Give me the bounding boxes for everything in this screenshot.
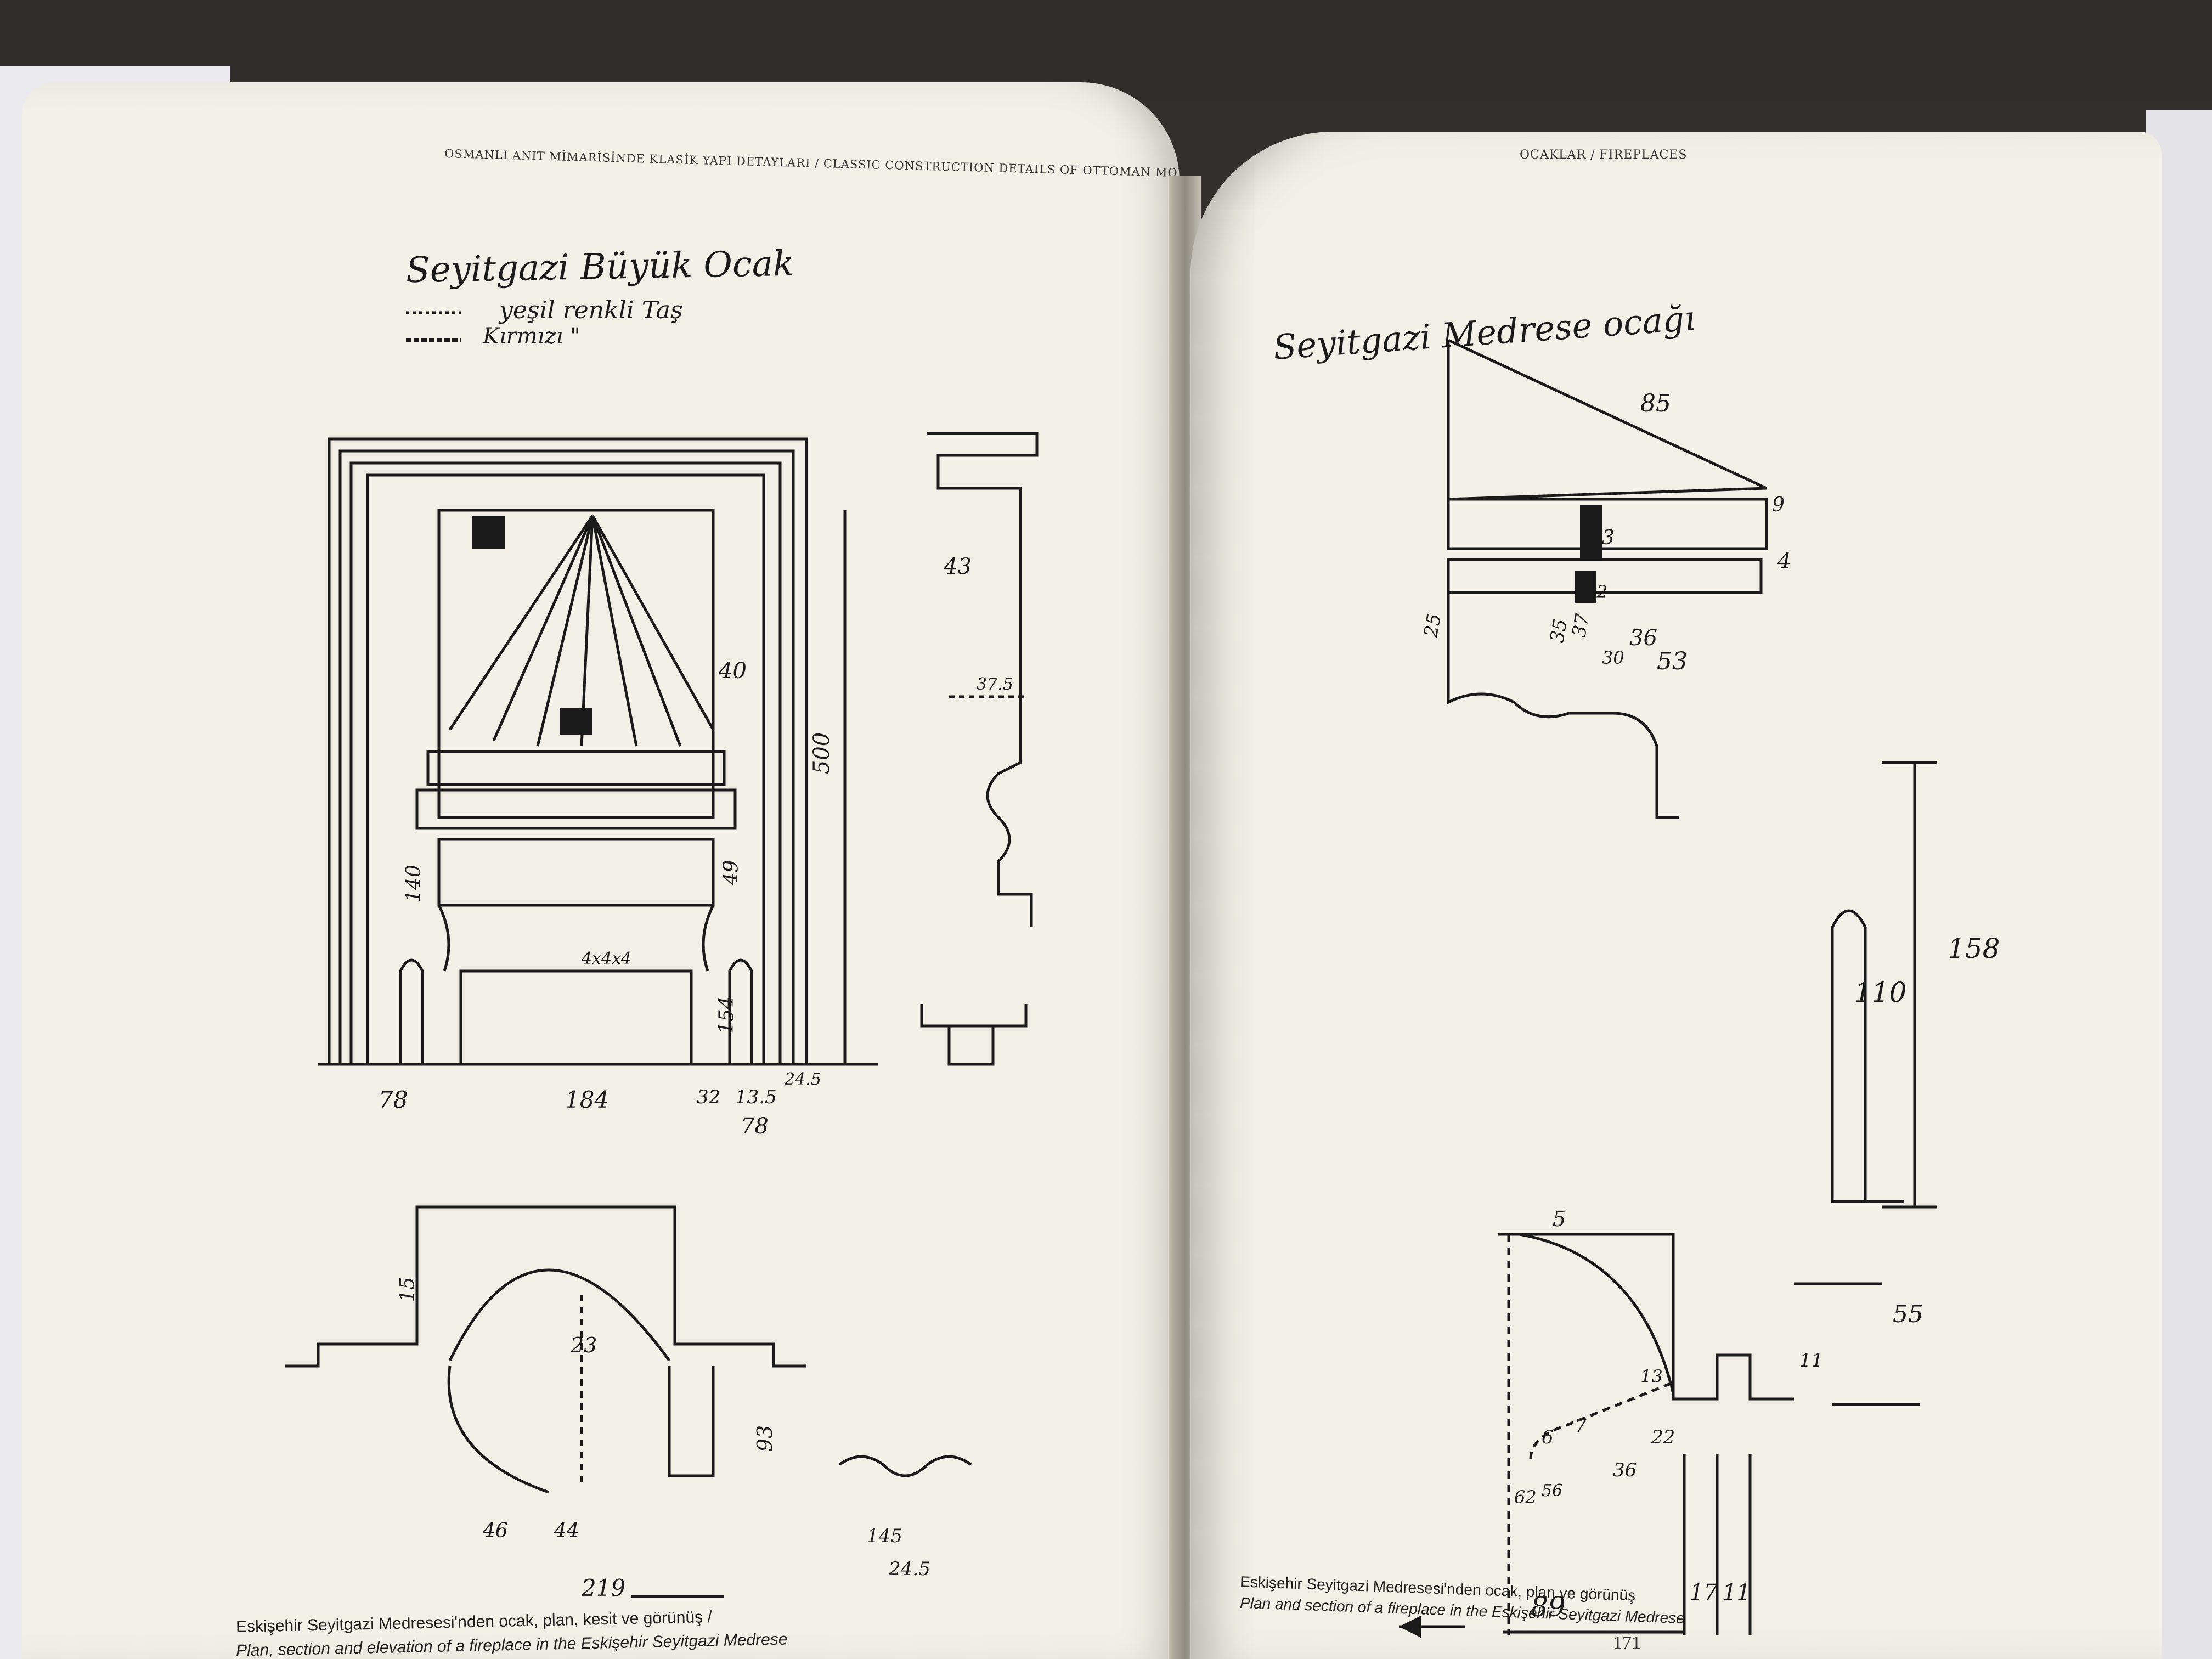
dim-22: 22: [1651, 1426, 1675, 1448]
dim-37-5: 37.5: [977, 675, 1013, 694]
right-page: OCAKLAR / FIREPLACES Seyitgazi Medrese o…: [1190, 132, 2162, 1659]
right-page-header: OCAKLAR / FIREPLACES: [1520, 148, 1688, 162]
dim-93: 93: [753, 1425, 777, 1452]
dim-36: 36: [1629, 625, 1657, 651]
dim-154: 154: [715, 996, 738, 1034]
dim-46: 46: [483, 1520, 508, 1542]
right-fireplace-drawings: [1399, 338, 1937, 1638]
dim-11-b: 11: [1723, 1580, 1751, 1605]
dim-6: 6: [1542, 1426, 1554, 1448]
dim-62: 62: [1514, 1487, 1537, 1508]
dim-30: 30: [1602, 647, 1624, 668]
dim-219: 219: [582, 1575, 626, 1601]
dim-56: 56: [1542, 1481, 1563, 1500]
dim-37: 37: [1568, 612, 1594, 639]
dim-43: 43: [944, 554, 972, 579]
dim-40: 40: [719, 658, 747, 684]
dim-35: 35: [1546, 617, 1572, 645]
dim-85: 85: [1640, 390, 1671, 417]
dim-110: 110: [1854, 977, 1907, 1008]
dim-4x4x4: 4x4x4: [582, 949, 632, 968]
dim-15: 15: [396, 1277, 419, 1302]
dim-24-5-b: 24.5: [889, 1558, 930, 1580]
dim-4: 4: [1778, 549, 1792, 574]
dim-49: 49: [720, 860, 743, 885]
dim-7: 7: [1575, 1415, 1587, 1437]
dim-140: 140: [402, 865, 425, 902]
dim-5: 5: [1553, 1207, 1566, 1231]
dim-55: 55: [1893, 1300, 1923, 1328]
dim-32: 32: [697, 1086, 721, 1108]
dim-78-b: 78: [741, 1114, 769, 1139]
dim-184: 184: [565, 1086, 610, 1113]
dim-53: 53: [1657, 647, 1688, 675]
legend-line-red: Kırmızı ": [483, 324, 580, 349]
dim-11: 11: [1799, 1350, 1824, 1372]
open-book: OSMANLI ANIT MİMARİSİNDE KLASİK YAPI DET…: [22, 66, 2162, 1659]
dim-78: 78: [379, 1086, 408, 1113]
dim-9: 9: [1772, 494, 1785, 516]
dim-44: 44: [554, 1520, 579, 1542]
dim-25: 25: [1420, 612, 1446, 639]
left-fireplace-drawings: [285, 311, 1039, 1598]
dim-2: 2: [1596, 582, 1608, 602]
dim-500: 500: [809, 732, 835, 775]
right-page-number: 171: [1613, 1633, 1641, 1653]
left-page-number: 170: [752, 1657, 780, 1659]
dim-23: 23: [571, 1333, 597, 1357]
dim-3: 3: [1602, 527, 1615, 549]
dim-145: 145: [867, 1525, 902, 1547]
dim-13: 13: [1640, 1366, 1663, 1387]
dim-13-5: 13.5: [735, 1086, 777, 1108]
dim-158: 158: [1948, 933, 2000, 964]
dim-17: 17: [1690, 1580, 1718, 1605]
left-page: OSMANLI ANIT MİMARİSİNDE KLASİK YAPI DET…: [22, 82, 1180, 1659]
dim-24-5: 24.5: [785, 1070, 821, 1089]
legend-line-green: yeşil renkli Taş: [499, 296, 683, 324]
dim-89: 89: [1531, 1591, 1566, 1623]
dim-36-b: 36: [1613, 1459, 1637, 1481]
